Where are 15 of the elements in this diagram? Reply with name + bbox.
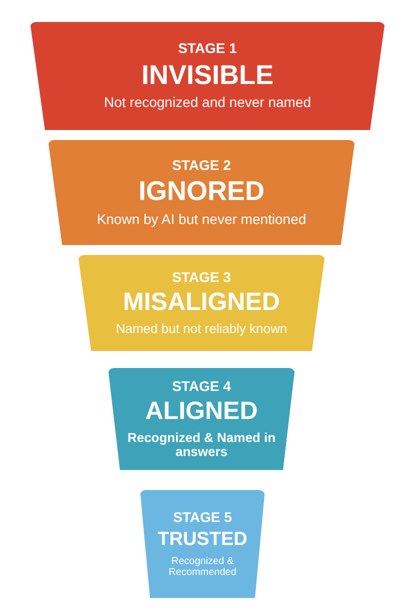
stage-title: TRUSTED [158, 530, 248, 551]
stage-description: Known by AI but never mentioned [96, 212, 306, 228]
stage-description: Named but not reliably known [116, 322, 288, 336]
stage-label: STAGE 1 [178, 41, 237, 57]
stage-label: STAGE 3 [172, 270, 231, 286]
stage-description: Not recognized and never named [104, 95, 312, 111]
stage-description: Recognized & Recommended [168, 556, 238, 578]
stage-title: IGNORED [138, 177, 264, 207]
stage-label: STAGE 2 [172, 158, 231, 174]
stage-label: STAGE 4 [172, 378, 231, 394]
stage-title: ALIGNED [145, 398, 258, 426]
stage-title: INVISIBLE [141, 60, 274, 90]
stage-description: Recognized & Named in answers [126, 430, 276, 460]
stage-title: MISALIGNED [123, 289, 280, 317]
stage-label: STAGE 5 [173, 510, 232, 526]
